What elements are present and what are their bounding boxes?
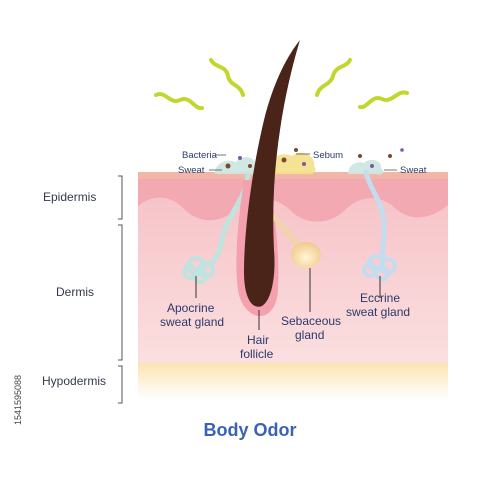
sebum-blob — [267, 152, 316, 175]
hair-shaft — [244, 40, 300, 307]
sebaceous-label-2: gland — [295, 328, 324, 342]
odor-wave-3 — [315, 58, 352, 97]
dermis-layer — [138, 185, 448, 363]
layer-brackets — [118, 175, 123, 404]
epidermis-bracket — [118, 175, 123, 220]
bacteria-dots — [225, 148, 404, 169]
odor-waves — [154, 58, 409, 111]
diagram-title: Body Odor — [203, 420, 297, 440]
sebaceous-label-1: Sebaceous — [281, 314, 341, 328]
sweat-blob-left — [214, 157, 259, 175]
dermis-label: Dermis — [56, 285, 94, 299]
odor-wave-1 — [154, 92, 204, 111]
bacteria-label: Bacteria — [182, 150, 218, 161]
skin-surface — [138, 172, 448, 179]
hypodermis-layer — [138, 362, 448, 400]
eccrine-gland — [362, 254, 397, 281]
hair-label-1: Hair — [247, 333, 269, 347]
sebaceous-gland — [291, 242, 321, 268]
callout-lines — [209, 153, 397, 171]
hypodermis-label: Hypodermis — [42, 374, 106, 388]
hypodermis-bracket — [118, 365, 123, 404]
dermis-bracket — [118, 224, 123, 361]
eccrine-duct — [363, 169, 387, 261]
apocrine-label-1: Apocrine — [167, 301, 215, 315]
odor-wave-4 — [358, 90, 409, 110]
epidermis-label: Epidermis — [43, 190, 96, 204]
eccrine-label-2: sweat gland — [346, 305, 410, 319]
odor-wave-2 — [209, 58, 245, 97]
sweat-label-left: Sweat — [178, 165, 205, 176]
apocrine-gland — [182, 256, 215, 284]
sebum-label: Sebum — [313, 150, 343, 161]
hair-label-2: follicle — [240, 347, 274, 361]
structure-leaders — [195, 268, 381, 330]
eccrine-label-1: Eccrine — [360, 291, 400, 305]
sweat-blob-right — [348, 159, 384, 175]
apocrine-label-2: sweat gland — [160, 315, 224, 329]
sweat-label-right: Sweat — [400, 165, 427, 176]
stock-id-watermark: 1541595088 — [13, 374, 23, 426]
